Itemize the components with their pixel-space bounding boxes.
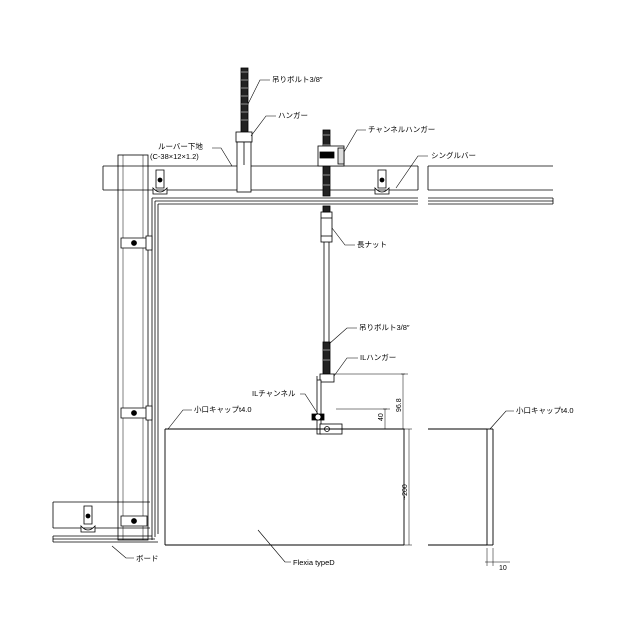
leader-lines	[111, 79, 514, 563]
label-small-cap-left: 小口キャップt4.0	[194, 405, 252, 414]
upper-hanging-bolt	[240, 67, 249, 133]
label-long-nut: 長ナット	[357, 240, 387, 249]
dim-200: ~200	[402, 484, 409, 500]
panel-outline	[164, 428, 494, 546]
left-wall	[117, 154, 159, 541]
louver-base-channel	[102, 165, 554, 205]
bottom-clip-2	[120, 515, 148, 527]
label-louver-base-spec: (C-38×12×1.2)	[150, 152, 199, 161]
dim-40: 40	[378, 413, 385, 421]
label-hanging-bolt-upper: 吊りボルト3/8″	[272, 75, 323, 84]
wall-clip-lower	[120, 405, 153, 421]
label-small-cap-right: 小口キャップt4.0	[516, 406, 574, 415]
single-bar-clip	[374, 186, 390, 195]
label-il-hanger: ILハンガー	[360, 352, 396, 362]
label-hanging-bolt-lower: 吊りボルト3/8″	[359, 323, 410, 332]
label-hanger: ハンガー	[278, 110, 308, 120]
il-channel	[311, 413, 325, 421]
lower-hanging-bolt	[322, 242, 331, 375]
dim-96-8: 96.8	[396, 398, 403, 412]
label-board: ボード	[136, 554, 159, 563]
label-single-bar: シングルバー	[431, 150, 476, 160]
channel-clip-1	[155, 169, 165, 189]
il-hanger	[316, 373, 343, 435]
label-panel: Flexia typeD	[293, 558, 335, 567]
upper-hanger	[235, 131, 253, 193]
single-bar-clip-left	[152, 186, 168, 195]
bottom-louver-base	[52, 501, 158, 543]
channel-hanger	[317, 145, 345, 167]
label-channel-hanger: チャンネルハンガー	[368, 124, 435, 134]
dim-10: 10	[499, 565, 507, 572]
label-louver-base: ルーバー下地	[158, 141, 203, 151]
wall-clip-upper	[120, 235, 153, 251]
dimension-lines	[334, 373, 510, 566]
bottom-clip-1	[80, 505, 96, 533]
label-il-channel: ILチャンネル	[252, 389, 296, 398]
long-nut	[320, 205, 333, 243]
channel-clip-2	[377, 169, 387, 189]
